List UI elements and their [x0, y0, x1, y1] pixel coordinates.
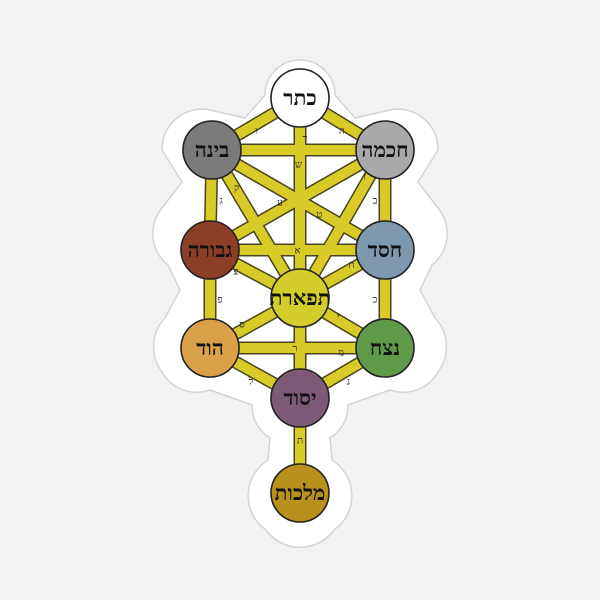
path-letter-binah-chesed: ט: [316, 210, 322, 221]
sephirah-hod: הוד: [180, 318, 240, 378]
sephirah-keter: כתר: [270, 68, 330, 128]
sephirah-malkhut-circle: [270, 463, 330, 523]
sephirah-yesod-label: יסוד: [284, 385, 317, 410]
sephirah-keter-circle: [270, 68, 330, 128]
path-letter-chesed-netzach: כ: [373, 295, 378, 306]
path-letter-binah-tiferet: ק: [234, 183, 239, 194]
path-letter-gevurah-hod: פ: [217, 295, 222, 306]
sephirah-yesod: יסוד: [270, 368, 330, 428]
path-letter-chesed-gevurah: א: [294, 246, 300, 257]
sephirah-netzach-label: נצח: [370, 335, 400, 360]
path-letter-hod-yesod: ל: [248, 376, 254, 388]
sephirah-netzach: נצח: [355, 318, 415, 378]
path-letter-yesod-malkhut: ת: [297, 436, 303, 447]
path-letter-tiferet-netzach: י: [337, 312, 340, 323]
path-letter-chokhmah-binah: ש: [295, 160, 302, 171]
path-letter-tiferet-yesod: ר: [293, 344, 298, 355]
sephirah-binah-circle: [182, 120, 242, 180]
sephirah-chokhmah: חכמה: [355, 120, 415, 180]
sephirah-tiferet-circle: [270, 268, 330, 328]
path-letter-chokhmah-gevurah: ע: [277, 198, 283, 209]
sephirah-chokhmah-circle: [355, 120, 415, 180]
path-letter-keter-tiferet: ד: [303, 134, 308, 145]
sephirah-malkhut: מלכות: [270, 463, 330, 523]
sephirah-tiferet: תפארת: [270, 268, 331, 328]
path-letter-chesed-tiferet: ח: [349, 260, 355, 271]
sephirah-chesed-circle: [355, 220, 415, 280]
path-letter-chokhmah-tiferet: ז: [363, 171, 366, 182]
path-binah-chesed: [209, 145, 388, 255]
sephirah-hod-label: הוד: [196, 335, 224, 360]
sephirah-chokhmah-label: חכמה: [361, 137, 408, 162]
sephirah-gevurah: גבורה: [180, 220, 240, 280]
sephirah-binah-label: בינה: [195, 137, 230, 162]
path-letter-keter-binah: ו: [255, 126, 258, 137]
sephirah-chesed: חסד: [355, 220, 415, 280]
path-letter-binah-gevurah: ג: [219, 196, 222, 207]
sephirah-yesod-circle: [270, 368, 330, 428]
path-letter-netzach-yesod: נ: [347, 377, 350, 388]
path-letter-chokhmah-chesed: ב: [373, 196, 378, 207]
sephirah-chesed-label: חסד: [368, 237, 402, 262]
sephirah-gevurah-label: גבורה: [188, 237, 233, 262]
path-letter-netzach-hod: מ: [338, 348, 344, 359]
sephirah-tiferet-label: תפארת: [270, 285, 331, 310]
path-letter-gevurah-tiferet: צ: [233, 266, 238, 277]
path-letter-tiferet-hod: ס: [239, 320, 245, 331]
path-letter-keter-chokhmah: ה: [339, 126, 345, 137]
sephirah-netzach-circle: [355, 318, 415, 378]
sephirah-malkhut-label: מלכות: [275, 480, 326, 505]
sephirah-binah: בינה: [182, 120, 242, 180]
sephirah-gevurah-circle: [180, 220, 240, 280]
sephirah-hod-circle: [180, 318, 240, 378]
sephirah-keter-label: כתר: [283, 85, 316, 110]
